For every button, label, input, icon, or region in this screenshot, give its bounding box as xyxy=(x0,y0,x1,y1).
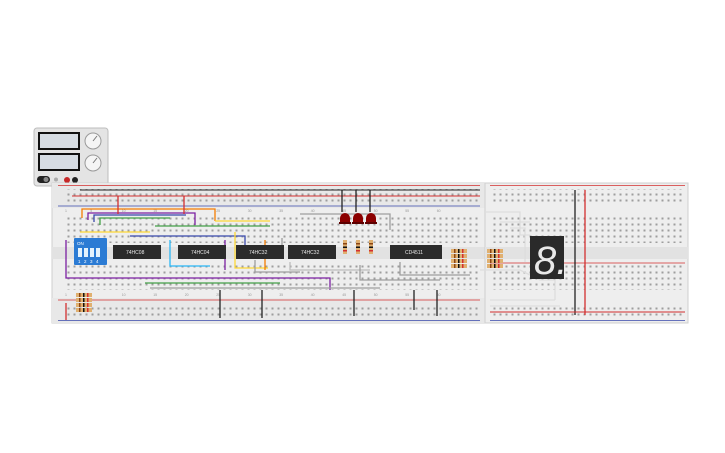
column-number: 15 xyxy=(153,209,157,213)
resistors xyxy=(76,240,503,312)
chip-74hc08-label: 74HC08 xyxy=(126,250,145,256)
column-number: 30 xyxy=(248,209,252,213)
chip-74hc04[interactable]: 74HC04 xyxy=(178,245,226,259)
chip-74hc32-a[interactable]: 74HC32 xyxy=(236,245,284,259)
column-number: 40 xyxy=(311,293,315,297)
column-number: 60 xyxy=(437,293,441,297)
chip-74hc32-b[interactable]: 74HC32 xyxy=(288,245,336,259)
dip-switch-position-1: 1 xyxy=(78,259,81,264)
breadboard-right xyxy=(484,182,689,324)
column-number: 45 xyxy=(342,209,346,213)
column-number: 60 xyxy=(437,209,441,213)
column-number: 1 xyxy=(65,209,67,213)
seven-segment-display[interactable]: 8. xyxy=(530,236,567,283)
column-number: 20 xyxy=(185,293,189,297)
column-number: 25 xyxy=(216,293,220,297)
resistor[interactable] xyxy=(451,249,467,253)
column-number: 55 xyxy=(405,293,409,297)
negative-terminal-icon[interactable] xyxy=(72,177,78,183)
resistor[interactable] xyxy=(451,259,467,263)
column-number: 10 xyxy=(122,293,126,297)
resistor[interactable] xyxy=(76,308,92,312)
dip-switch-position-3: 3 xyxy=(90,259,93,264)
wires xyxy=(65,189,685,320)
resistor[interactable] xyxy=(487,259,503,263)
column-number: 50 xyxy=(374,293,378,297)
column-number: 1 xyxy=(65,293,67,297)
led-3[interactable] xyxy=(365,213,377,224)
column-number: 45 xyxy=(342,293,346,297)
column-number: 30 xyxy=(248,293,252,297)
chip-cd4511-label: CD4511 xyxy=(405,250,423,256)
dip-switch-position-4: 4 xyxy=(96,259,99,264)
chip-74hc32-b-label: 74HC32 xyxy=(301,250,320,256)
led-1[interactable] xyxy=(339,213,351,224)
positive-terminal-icon[interactable] xyxy=(64,177,70,183)
column-number: 55 xyxy=(405,209,409,213)
dip-switch-position-2: 2 xyxy=(84,259,87,264)
chip-74hc04-label: 74HC04 xyxy=(191,250,210,256)
chip-74hc08[interactable]: 74HC08 xyxy=(113,245,161,259)
resistor[interactable] xyxy=(356,240,360,254)
dip-switch[interactable]: ON 1 2 3 4 xyxy=(74,238,107,265)
voltage-knob-icon[interactable] xyxy=(84,132,102,150)
resistor[interactable] xyxy=(76,298,92,302)
resistor[interactable] xyxy=(487,254,503,258)
column-number: 35 xyxy=(279,293,283,297)
column-number: 5 xyxy=(90,209,92,213)
column-numbers: 1155101015152020252530303535404045455050… xyxy=(65,209,441,297)
power-toggle-icon[interactable] xyxy=(37,176,50,183)
column-number: 15 xyxy=(153,293,157,297)
chip-cd4511[interactable]: CD4511 xyxy=(390,245,442,259)
resistor[interactable] xyxy=(451,254,467,258)
resistor[interactable] xyxy=(451,264,467,268)
dip-switch-on-label: ON xyxy=(77,241,84,246)
power-supply[interactable] xyxy=(33,127,109,187)
column-number: 20 xyxy=(185,209,189,213)
seven-segment-digit: 8. xyxy=(534,239,567,283)
resistor[interactable] xyxy=(369,240,373,254)
current-knob-icon[interactable] xyxy=(84,154,102,172)
column-number: 10 xyxy=(122,209,126,213)
led-2[interactable] xyxy=(352,213,364,224)
chip-74hc32-a-label: 74HC32 xyxy=(249,250,268,256)
column-number: 25 xyxy=(216,209,220,213)
resistor[interactable] xyxy=(76,303,92,307)
column-number: 35 xyxy=(279,209,283,213)
resistor[interactable] xyxy=(487,264,503,268)
resistor[interactable] xyxy=(343,240,347,254)
column-number: 50 xyxy=(374,209,378,213)
column-number: 40 xyxy=(311,209,315,213)
resistor[interactable] xyxy=(76,293,92,297)
resistor[interactable] xyxy=(487,249,503,253)
